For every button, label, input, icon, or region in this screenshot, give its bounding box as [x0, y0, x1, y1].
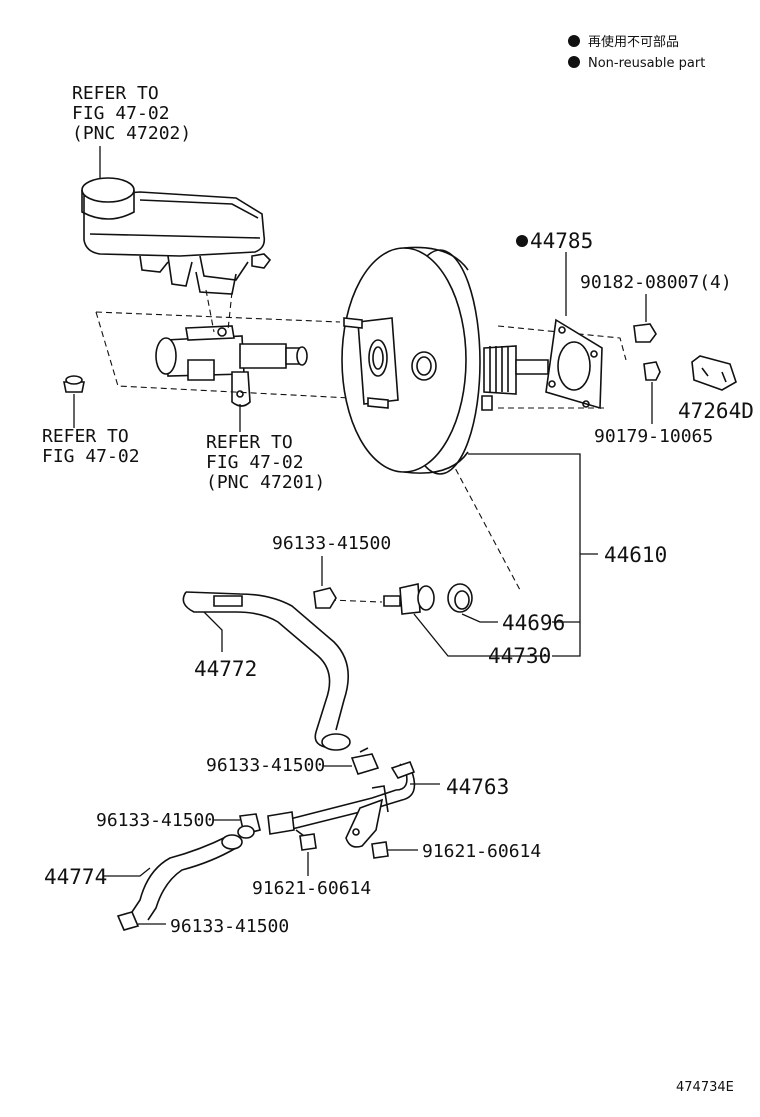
part-44763: 44763: [446, 775, 509, 799]
legend-english: Non-reusable part: [588, 56, 705, 71]
reservoir-tank: [81, 177, 272, 295]
nut-90179: 90179-10065: [594, 361, 713, 447]
ref-master-cylinder-line2: FIG 47-02: [206, 452, 304, 473]
ref-reservoir-line3: (PNC 47202): [72, 123, 191, 144]
ref-master-cylinder-line1: REFER TO: [206, 432, 293, 453]
clamp-96133-b: 96133-41500: [206, 747, 380, 776]
part-96133-a: 96133-41500: [272, 533, 391, 554]
legend-japanese: 再使用不可部品: [588, 34, 679, 50]
hose-44774: 44774: [44, 834, 243, 921]
bolt-91621-a: 91621-60614: [371, 841, 541, 862]
part-91621-a: 91621-60614: [422, 841, 541, 862]
part-44772: 44772: [194, 657, 257, 681]
non-reusable-dot-icon: [516, 235, 528, 247]
ref-master-cylinder: REFER TO FIG 47-02 (PNC 47201): [206, 404, 325, 493]
part-90179: 90179-10065: [594, 426, 713, 447]
ref-grommet-line1: REFER TO: [42, 426, 129, 447]
clamp-96133-c: 96133-41500: [96, 810, 261, 839]
legend: 再使用不可部品 Non-reusable part: [568, 34, 705, 71]
part-44785: 44785: [530, 229, 593, 253]
part-47264D: 47264D: [678, 399, 754, 423]
part-44696: 44696: [502, 611, 565, 635]
grommet-left: REFER TO FIG 47-02: [42, 375, 140, 467]
tube-44763: 44763: [267, 761, 509, 848]
bolt-91621-b: 91621-60614: [252, 829, 371, 899]
leader-44610: 44610: [468, 453, 667, 657]
clamp-96133-d: 96133-41500: [116, 911, 289, 937]
part-44610: 44610: [604, 543, 667, 567]
part-96133-d: 96133-41500: [170, 916, 289, 937]
part-90182: 90182-08007(4): [580, 272, 732, 293]
nut-90182: 90182-08007(4): [580, 272, 732, 343]
hose-44772: 44772: [182, 591, 351, 751]
ref-reservoir-line1: REFER TO: [72, 83, 159, 104]
brake-booster: [341, 246, 549, 475]
non-reusable-dot-icon: [568, 56, 580, 68]
gasket-44785: 44785: [516, 229, 603, 410]
part-96133-b: 96133-41500: [206, 755, 325, 776]
non-reusable-dot-icon: [568, 35, 580, 47]
ref-master-cylinder-line3: (PNC 47201): [206, 472, 325, 493]
part-91621-b: 91621-60614: [252, 878, 371, 899]
clip-47264D: 47264D: [678, 355, 754, 423]
ref-grommet-line2: FIG 47-02: [42, 446, 140, 467]
ref-reservoir: REFER TO FIG 47-02 (PNC 47202): [72, 83, 191, 178]
master-cylinder: [155, 325, 308, 407]
part-44774: 44774: [44, 865, 107, 889]
part-44730: 44730: [488, 644, 551, 668]
figure-id: 474734E: [676, 1080, 734, 1095]
part-96133-c: 96133-41500: [96, 810, 215, 831]
check-valve: 96133-41500 44730 44696: [272, 533, 565, 668]
ref-reservoir-line2: FIG 47-02: [72, 103, 170, 124]
